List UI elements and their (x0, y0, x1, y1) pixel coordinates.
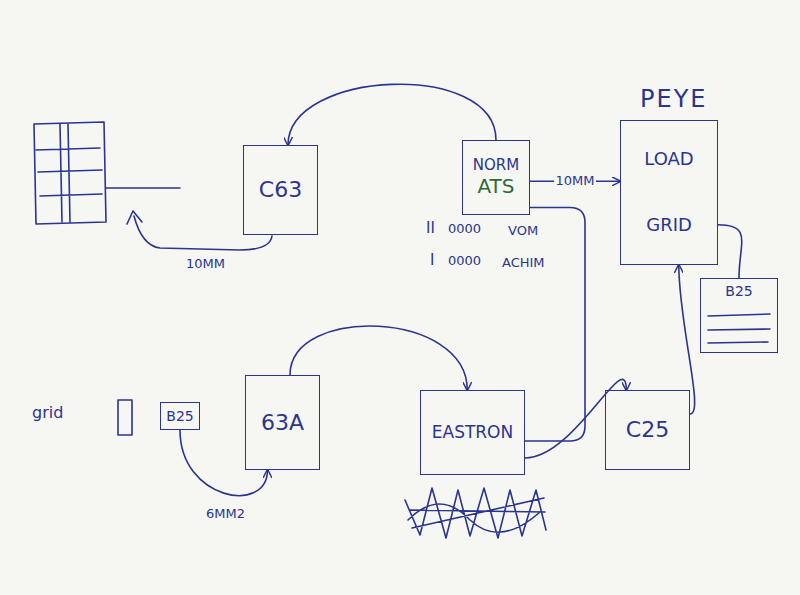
component-box: B25 (160, 402, 200, 430)
node-text: EASTRON (432, 423, 513, 443)
node-text: 63A (261, 410, 304, 435)
wire-connector (679, 265, 695, 414)
node-text: B25 (725, 283, 752, 299)
panel-lines (708, 314, 770, 343)
note-label: II (426, 220, 435, 237)
component-box: NORMATS (462, 140, 530, 215)
note-label: 10MM (186, 257, 225, 271)
node-text: GRID (646, 215, 692, 236)
wire-connector (525, 379, 626, 458)
node-text: C63 (259, 177, 302, 202)
wire-connector (288, 84, 496, 145)
node-text: B25 (166, 408, 193, 424)
node-text: LOAD (644, 149, 693, 170)
node-text: C25 (626, 417, 669, 442)
note-label: 6MM2 (206, 507, 245, 521)
cable-size-label: 10MM (554, 174, 597, 188)
component-box: B25 (700, 278, 778, 353)
component-box: C63 (243, 145, 318, 235)
component-box: C25 (605, 390, 690, 470)
note-label: ACHIM (502, 256, 545, 270)
note-label: VOM (508, 224, 538, 238)
node-heading: PEYE (640, 86, 707, 114)
wire-connector (718, 225, 742, 278)
note-label: I (430, 252, 434, 269)
cable-line (134, 216, 272, 250)
panel-lines (36, 124, 102, 222)
component-box: EASTRON (420, 390, 525, 475)
note-label: grid (32, 404, 63, 422)
breaker-symbol (118, 400, 132, 435)
panel-body: LOAD GRID (620, 120, 718, 265)
component-box: PEYE LOAD GRID (620, 82, 718, 265)
feed-wire (106, 187, 180, 189)
note-label: 0000 (448, 222, 481, 236)
wire-connector (290, 326, 467, 390)
scribble-mark (405, 488, 546, 538)
component-box: 63A (245, 375, 320, 470)
node-text: ATS (477, 175, 514, 198)
wire-connector (525, 208, 585, 442)
wire-connector (180, 430, 268, 496)
arrow-head (127, 211, 142, 224)
note-label: 0000 (448, 254, 481, 268)
node-text: NORM (473, 157, 519, 174)
panel-symbol (34, 122, 106, 224)
